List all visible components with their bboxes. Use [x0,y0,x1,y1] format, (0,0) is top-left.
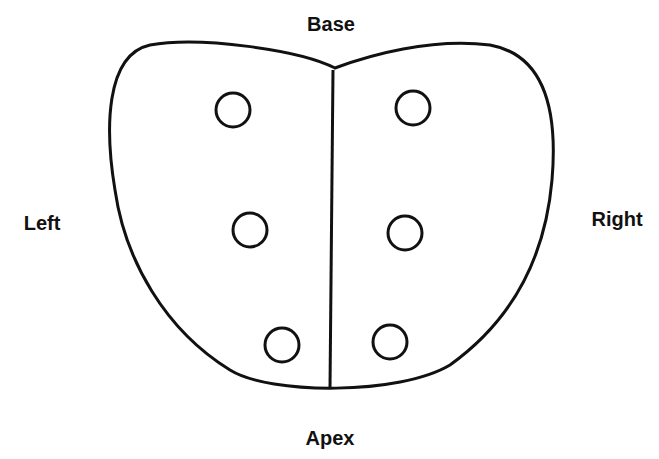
orientation-label: Base [307,14,355,34]
orientation-label: Apex [306,428,355,448]
biopsy-site [388,216,422,250]
biopsy-site [265,328,299,362]
orientation-label: Left [24,213,61,233]
biopsy-site [233,213,267,247]
gland-outline [110,42,554,388]
biopsy-site [373,325,407,359]
orientation-label: Right [591,209,642,229]
biopsy-site [396,91,430,125]
midline [330,70,333,388]
biopsy-site [216,93,250,127]
